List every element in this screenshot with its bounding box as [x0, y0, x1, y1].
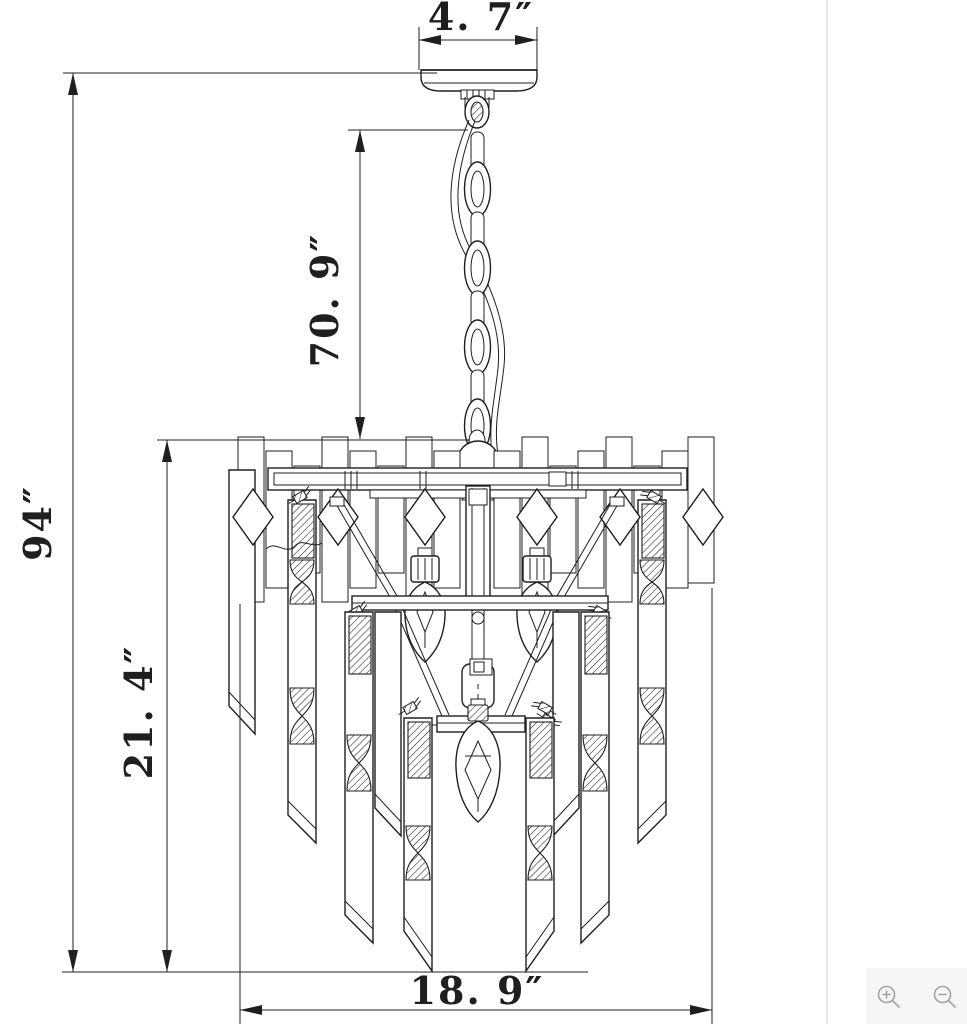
zoom-in-button[interactable]	[873, 981, 904, 1012]
chain	[463, 131, 492, 454]
dim-canopy-width: 4. 7″	[418, 0, 538, 70]
body-width-label: 18. 9″	[410, 968, 545, 1013]
chain-drop-label: 70. 9″	[302, 233, 347, 368]
magnifier-minus-icon	[933, 985, 956, 1008]
viewer-divider	[826, 0, 828, 1024]
dim-overall-height: 94″	[15, 72, 588, 973]
magnifier-plus-icon	[877, 985, 900, 1008]
body-height-label: 21. 4″	[116, 645, 161, 780]
dim-body-height: 21. 4″	[116, 439, 470, 972]
candle-bulb-bottom	[455, 698, 501, 823]
top-tier-prisms	[265, 485, 668, 845]
dim-chain-drop: 70. 9″	[302, 129, 468, 439]
zoom-controls	[866, 968, 967, 1024]
overall-height-label: 94″	[15, 485, 60, 561]
center-column	[465, 485, 491, 660]
canopy	[420, 69, 538, 129]
bottom-tier	[395, 696, 563, 974]
middle-tier	[341, 595, 614, 945]
zoom-out-button[interactable]	[929, 981, 960, 1012]
canopy-width-label: 4. 7″	[428, 0, 534, 39]
break-squiggle	[265, 542, 323, 550]
dim-body-width: 18. 9″	[239, 588, 713, 1024]
